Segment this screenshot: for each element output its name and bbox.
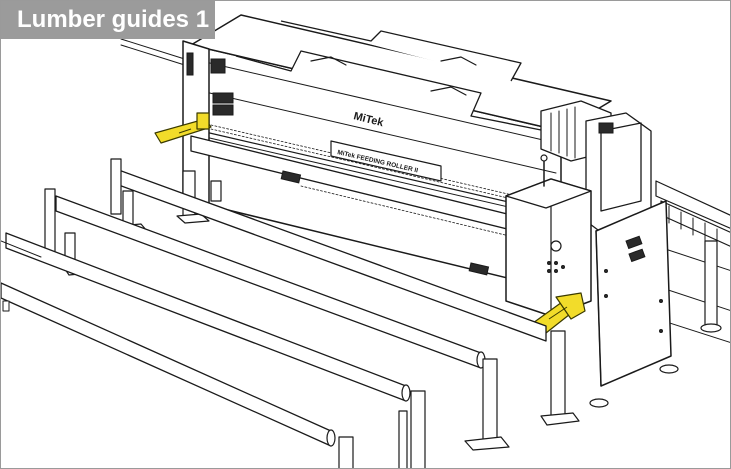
drive-motor xyxy=(540,100,652,237)
far-left-stand xyxy=(1,240,42,312)
infeed-roller-4 xyxy=(1,282,354,468)
right-frame xyxy=(589,200,679,408)
figure-title: Lumber guides 1 xyxy=(1,1,215,39)
control-box xyxy=(505,154,592,317)
lumber-guide-left xyxy=(154,112,212,144)
right-conveyor xyxy=(655,180,730,333)
feeding-roller-body: MiTek MiTek FEEDING ROLLER II xyxy=(182,14,612,292)
